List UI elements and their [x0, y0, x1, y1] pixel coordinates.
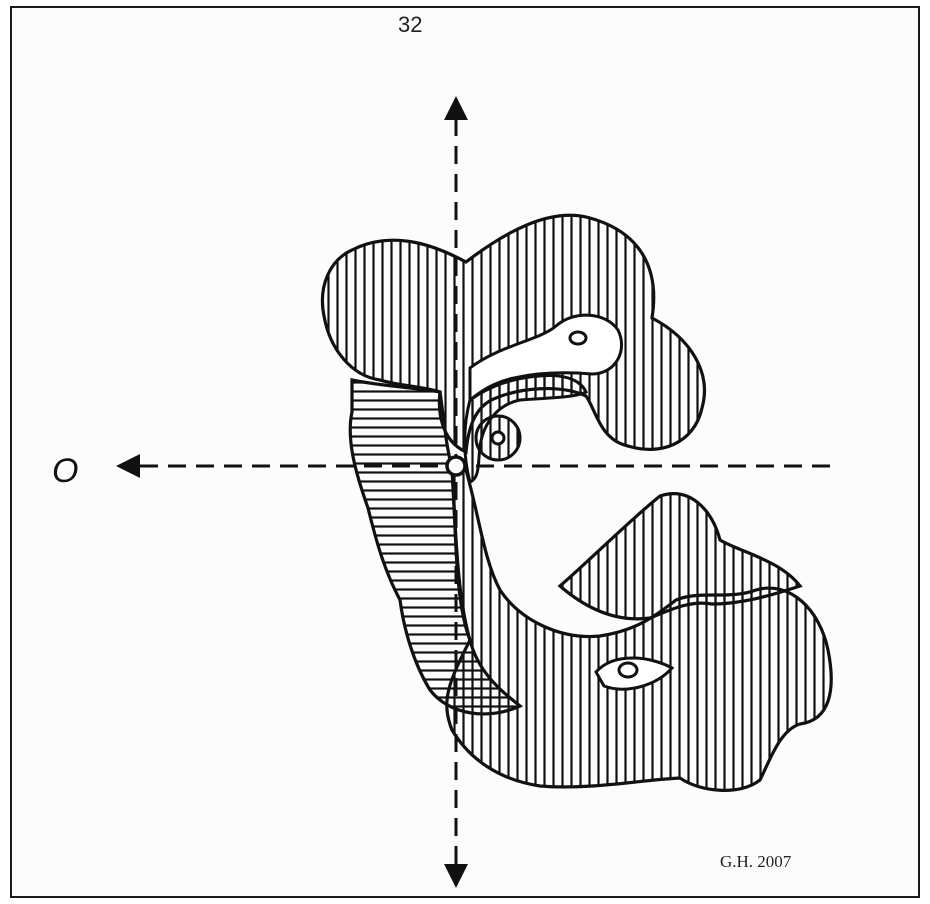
- artist-signature: G.H. 2007: [720, 852, 791, 872]
- axis-label-o: O: [52, 452, 78, 491]
- upper-eye: [570, 332, 586, 344]
- lower-eye: [619, 663, 637, 677]
- arrow-down-icon: [444, 864, 468, 888]
- origin-circle: [447, 457, 465, 475]
- arrow-up-icon: [444, 96, 468, 120]
- arrow-left-icon: [116, 454, 140, 478]
- rosette-center: [492, 432, 504, 444]
